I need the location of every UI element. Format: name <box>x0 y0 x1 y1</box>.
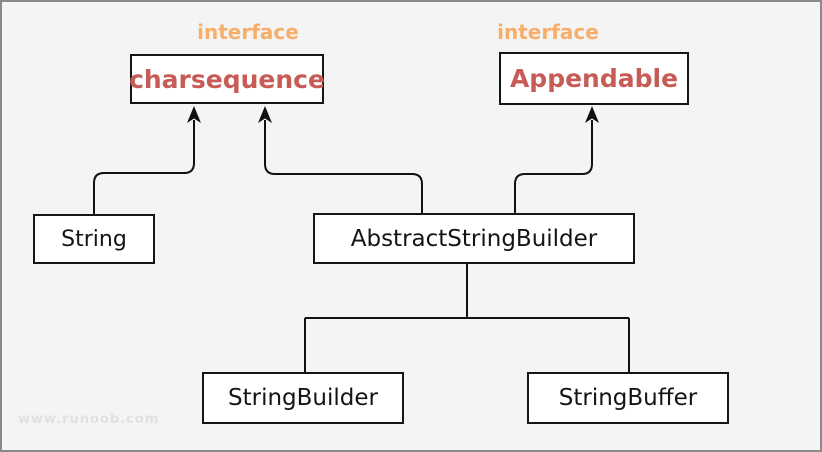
arrowhead-asb-to-appendable <box>585 106 599 123</box>
class-name-abstract-string-builder: AbstractStringBuilder <box>350 225 598 252</box>
class-box-string-buffer: StringBuffer <box>527 372 729 424</box>
connector-string-to-charsequence <box>93 120 195 214</box>
interface-name-charsequence: charsequence <box>129 64 325 94</box>
watermark: www.runoob.com <box>18 412 160 427</box>
class-name-string-builder: StringBuilder <box>228 385 378 411</box>
arrowhead-string-to-charsequence <box>187 106 201 123</box>
interface-name-appendable: Appendable <box>509 64 679 93</box>
interface-box-charsequence: charsequence <box>129 54 325 104</box>
class-name-string-buffer: StringBuffer <box>558 385 698 411</box>
class-box-string-builder: StringBuilder <box>202 372 404 424</box>
class-box-abstract-string-builder: AbstractStringBuilder <box>313 213 635 264</box>
interface-box-appendable: Appendable <box>499 52 689 105</box>
stereotype-label-appendable: interface <box>497 20 599 44</box>
class-box-string: String <box>33 214 155 264</box>
connector-asb-to-children <box>304 264 630 373</box>
stereotype-label-charsequence: interface <box>197 20 299 44</box>
class-name-string: String <box>61 226 127 252</box>
arrowhead-asb-to-charsequence <box>258 106 272 123</box>
connector-asb-to-charsequence <box>264 120 423 213</box>
connector-asb-to-appendable <box>514 120 593 213</box>
